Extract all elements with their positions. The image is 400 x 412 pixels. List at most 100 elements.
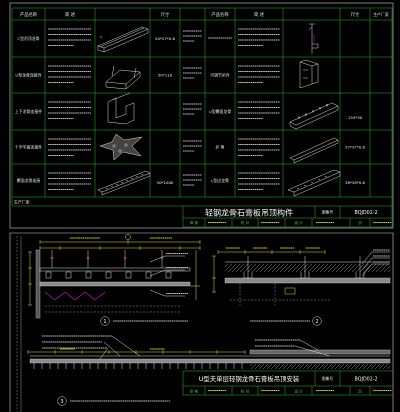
header-size-2: 尺寸 <box>351 11 360 18</box>
detail-1-hanger-clips <box>50 256 164 260</box>
detail-1-dimension-lines <box>28 240 201 306</box>
check-label: 校 对 <box>241 220 250 225</box>
left-product-size: 50*1000 <box>157 180 174 185</box>
header-description: 简 述 <box>65 11 76 18</box>
detail-3-number: 3 <box>60 399 63 405</box>
header-product-name: 产品名称 <box>20 11 38 18</box>
detail-1-hidden-lines <box>45 305 180 313</box>
right-product-name: L型边龙骨 <box>211 178 229 183</box>
atlas-number: BQJD02-2 <box>354 210 377 216</box>
top-title-block: 轻钢龙骨石膏板吊顶构件 图集号 BQJD02-2 审 核 校 对 设 计 页 <box>182 206 392 228</box>
adjustable-hanger-picture <box>299 59 319 89</box>
detail-3-number-circle <box>57 396 67 406</box>
table-header: 产品名称 简 述 尺寸 产品名称 简 述 尺寸 生产厂家 <box>20 11 389 18</box>
page-label: 页 <box>358 388 362 393</box>
review-label: 审 核 <box>190 220 199 225</box>
detail-2-hidden-lines <box>230 283 330 305</box>
hole <box>311 110 315 113</box>
detail-3-section: 3 <box>27 335 391 406</box>
detail-3-upper-band <box>249 349 391 355</box>
detail-2-section: 2 <box>212 250 391 326</box>
detail-2-dimension-lines <box>212 250 326 293</box>
header-size: 尺寸 <box>161 11 170 18</box>
detail-2-number: 2 <box>315 319 318 325</box>
left-product-name: 十字平面连接件 <box>15 145 42 150</box>
right-product-name: U型覆面龙骨 <box>209 109 231 114</box>
bottom-title-block-grid <box>182 370 393 396</box>
right-product-column: 可调节吊件 U型覆面龙骨 护 角 L型边龙骨 135*30 37*37*0.6 … <box>209 73 366 186</box>
detail-2-number-circle <box>312 316 322 326</box>
detail-2-leader-lines <box>361 251 390 277</box>
detail-2-hatch <box>225 264 390 272</box>
cross-connector-holes <box>112 143 128 153</box>
atlas-number-label: 图集号 <box>322 376 334 381</box>
detail-3-dimension-lines <box>27 350 246 354</box>
u-connector-picture <box>105 65 141 90</box>
hole <box>297 116 301 119</box>
detail-1-wall <box>35 249 41 319</box>
corner-guard-picture <box>289 137 339 164</box>
detail-1-edge-angle <box>190 250 200 300</box>
hole <box>318 107 322 110</box>
left-product-name: C型吊顶龙骨 <box>17 36 39 41</box>
detail-2-hanger-rods <box>247 256 361 278</box>
left-product-size: 50*27*0.6 <box>155 36 176 41</box>
header-description-2: 简 述 <box>254 11 265 18</box>
left-product-size: 50*110 <box>158 73 173 78</box>
hole <box>112 144 116 148</box>
top-title-block-grid <box>182 206 392 228</box>
detail-1-cross-channels <box>45 271 172 279</box>
detail-1-number-circle <box>100 316 110 326</box>
right-product-size: 135*30 <box>348 115 363 120</box>
hole <box>118 149 122 153</box>
detail-3-hatch <box>250 364 390 369</box>
component-table-grid <box>11 7 393 227</box>
right-component-pictures <box>287 23 341 197</box>
cross-connector-picture <box>99 133 143 161</box>
right-product-name: 护 角 <box>215 145 224 150</box>
header-maker: 生产厂家 <box>373 12 389 17</box>
hole <box>304 113 308 116</box>
right-product-size: 38*38*0.6 <box>345 180 366 185</box>
detail-1-section: 1 <box>28 234 201 326</box>
detail-1-hanger-rods <box>51 250 163 268</box>
hole <box>124 143 128 147</box>
hanger-clip <box>50 256 54 260</box>
bottom-sheet-frame <box>9 232 394 412</box>
detail-marker-circle <box>125 234 131 240</box>
maker-label: 生产厂家: <box>14 200 31 205</box>
detail-1-leader-lines <box>149 255 185 297</box>
left-product-column: C型吊顶龙骨 U型龙骨连接件 上下龙骨连接件 十字平面连接件 覆面龙骨连接 50… <box>15 36 176 185</box>
sheet-title: 轻钢龙骨石膏板吊顶构件 <box>205 208 293 218</box>
detail-1-gypsum-board <box>39 281 191 287</box>
installation-title: U型夫单层轻钢龙骨石膏板吊顶安装 <box>199 374 300 383</box>
check-label: 校 对 <box>241 388 250 393</box>
perforated-channel-picture <box>97 170 151 196</box>
atlas-number: BQJD02-2 <box>354 377 377 383</box>
right-product-name: 可调节吊件 <box>210 73 230 78</box>
detail-3-stud-lines <box>33 363 243 369</box>
left-product-name: U型龙骨连接件 <box>15 73 41 78</box>
detail-2-clip <box>284 287 296 295</box>
design-label: 设 计 <box>294 388 303 393</box>
design-label: 设 计 <box>294 220 303 225</box>
hanger-clip <box>86 256 90 260</box>
detail-3-leader-lines <box>99 335 141 360</box>
u-channel-picture <box>289 102 339 130</box>
atlas-number-label: 图集号 <box>322 210 334 215</box>
detail-1-number: 1 <box>103 319 106 325</box>
header-product-name-2: 产品名称 <box>211 11 229 18</box>
left-product-name: 上下龙骨连接件 <box>15 109 42 114</box>
detail-2-channel-profiles <box>243 272 365 279</box>
detail-1-zigzag-profile <box>44 291 106 301</box>
u-channel-holes <box>297 104 329 119</box>
clip-connector-picture <box>107 92 135 125</box>
bottom-sheet: 1 2 3 <box>9 232 394 412</box>
top-sheet: 产品名称 简 述 尺寸 产品名称 简 述 尺寸 生产厂家 C型吊顶龙骨 U型龙骨… <box>9 2 394 229</box>
bottom-title-block: U型夫单层轻钢龙骨石膏板吊顶安装 图集号 BQJD02-2 审 核 校 对 设 … <box>182 370 393 396</box>
hanger-clip <box>123 256 127 260</box>
review-label: 审 核 <box>190 388 199 393</box>
top-sheet-frame <box>9 2 394 229</box>
